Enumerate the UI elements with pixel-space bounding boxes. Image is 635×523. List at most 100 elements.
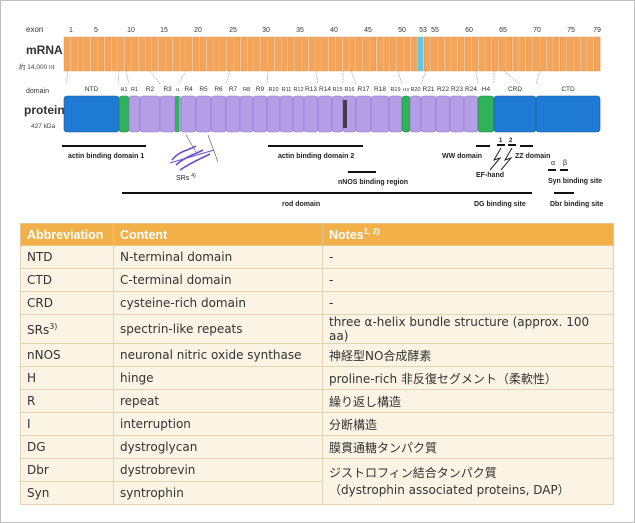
protein-segment — [118, 95, 130, 133]
exon-block — [158, 36, 166, 72]
exon-block — [573, 36, 580, 72]
syn-binding-label: Syn binding site — [548, 178, 602, 185]
exon-block — [424, 36, 431, 72]
zz-domain-label: ZZ domain — [515, 153, 550, 160]
mrna-label: mRNA — [26, 43, 63, 57]
shared-notes-line2: （dystrophin associated proteins, DAP） — [329, 482, 570, 497]
exon-tick: 45 — [364, 27, 372, 34]
notes-cell: 神経型NO合成酵素 — [322, 343, 614, 367]
notes-cell: 膜貫通糖タンパク質 — [322, 435, 614, 459]
protein-segment — [195, 95, 212, 133]
exon-block — [512, 36, 519, 72]
segment-label: CTD — [561, 86, 575, 93]
exon-block — [206, 36, 213, 72]
connector-line — [503, 70, 521, 85]
protein-segment — [493, 95, 537, 133]
ww-domain-label: WW domain — [442, 153, 482, 160]
abbr-cell: CTD — [20, 268, 114, 292]
actin-binding-1-label: actin binding domain 1 — [68, 153, 144, 160]
exon-block — [356, 36, 363, 72]
segment-label: R22 — [437, 86, 449, 93]
exon-block — [131, 36, 139, 72]
segment-label: R24 — [465, 86, 477, 93]
protein-label: protein — [24, 103, 65, 117]
abbr-cell: nNOS — [20, 343, 114, 367]
notes-cell: - — [322, 291, 614, 315]
exon-tick: 40 — [330, 27, 338, 34]
protein-segment — [225, 95, 241, 133]
abbr-cell: H — [20, 366, 114, 390]
exon-block — [233, 36, 241, 72]
exon-tick: 50 — [398, 27, 406, 34]
exon-block — [97, 36, 105, 72]
exon-block — [444, 36, 451, 72]
segment-label: R21 — [423, 86, 435, 93]
exon-block — [179, 36, 186, 72]
srs-pointer-1 — [185, 134, 197, 153]
content-cell: interruption — [113, 412, 323, 436]
header-notes-sup: 1, 2) — [363, 226, 380, 236]
segment-label: R18 — [374, 86, 386, 93]
exon-block — [145, 36, 152, 72]
segment-label: R14 — [319, 86, 331, 93]
abbr-cell: CRD — [20, 291, 114, 315]
segment-label: R3 — [163, 86, 172, 93]
exon-domain-connectors — [65, 70, 541, 85]
content-cell: N-terminal domain — [113, 245, 323, 269]
segment-label: R15 — [332, 87, 342, 93]
protein-size: 427 kDa — [31, 123, 56, 130]
dg-binding-label: DG binding site — [474, 201, 526, 208]
notes-cell: proline-rich 非反復セグメント（柔軟性） — [322, 366, 614, 390]
segment-label: R11 — [282, 87, 292, 93]
exon-block — [260, 36, 268, 72]
exon-block — [478, 36, 485, 72]
srs-label-group: SRs 4) — [176, 173, 196, 182]
protein-segment — [331, 95, 344, 133]
abbr-text: Dbr — [27, 463, 49, 477]
exon-block — [492, 36, 499, 72]
protein-segment — [535, 95, 601, 133]
exon-block — [587, 36, 594, 72]
exon-block — [410, 36, 417, 72]
segment-label: R4 — [184, 86, 193, 93]
exon-block — [254, 36, 261, 72]
protein-segment — [128, 95, 141, 133]
segment-label: R17 — [358, 86, 370, 93]
exon-block — [519, 36, 526, 72]
protein-segment — [317, 95, 333, 133]
dystrophin-diagram: exon mRNA 約 14,000 nt domain protein 427… — [19, 25, 603, 208]
abbr-cell: R — [20, 389, 114, 413]
exon-tick: 35 — [296, 27, 304, 34]
segment-label: R5 — [199, 86, 208, 93]
exon-block — [84, 36, 91, 72]
exon-block — [301, 36, 309, 72]
protein-segment — [401, 95, 411, 133]
exon-block — [322, 36, 329, 72]
exon-block — [247, 36, 254, 72]
segment-label: R20 — [410, 87, 420, 93]
exon-block — [396, 36, 404, 72]
header-notes: Notes1, 2) — [322, 223, 614, 246]
exon-block — [213, 36, 220, 72]
abbr-text: R — [27, 394, 36, 408]
interruption-mark — [175, 96, 179, 132]
exon-block — [417, 36, 424, 72]
exon-tick: 55 — [431, 27, 439, 34]
exon-tick: 60 — [465, 27, 473, 34]
protein-segment — [252, 95, 268, 133]
exon-tick: 25 — [229, 27, 237, 34]
connector-line — [177, 70, 187, 85]
ef-hand-bolt-icon — [489, 147, 513, 171]
connector-line — [125, 70, 130, 85]
exon-block — [458, 36, 465, 72]
exon-block — [220, 36, 227, 72]
header-content: Content — [113, 223, 323, 246]
